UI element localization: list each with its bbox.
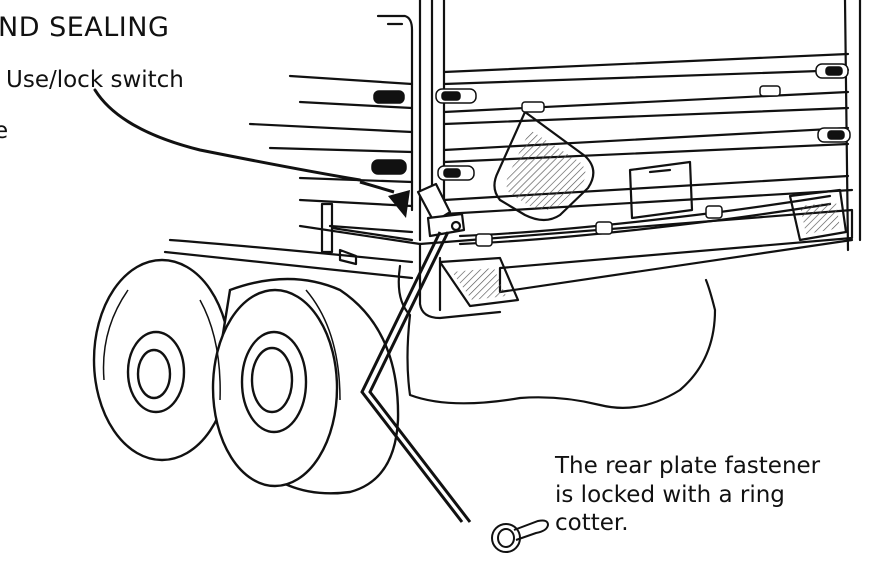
cropped-label-fragment: e: [0, 118, 9, 144]
fastener-note: The rear plate fastener is locked with a…: [555, 452, 820, 538]
section-heading: ND SEALING: [0, 12, 170, 43]
callout-curve: [93, 88, 362, 182]
fastener-callout-line-inner: [360, 231, 464, 523]
callout-arrow-stem: [359, 180, 395, 194]
tire-tread: [102, 289, 341, 401]
lamp-hatch-right: [800, 202, 840, 234]
pointer-arrow-icon: [388, 190, 410, 218]
ring-cotter-icon: [491, 519, 550, 553]
use-lock-switch: [416, 182, 466, 238]
switch-callout-label: Use/lock switch: [6, 67, 184, 93]
fastener-callout-line: [368, 231, 472, 523]
fastener-note-line: cotter.: [555, 510, 629, 536]
lamp-hatch: [452, 268, 506, 300]
reflector-hatch: [506, 130, 586, 210]
wall-latches: [371, 63, 851, 247]
wheel-rear: [92, 258, 232, 462]
wheel-front: [211, 277, 400, 495]
fastener-note-line: The rear plate fastener: [555, 453, 821, 479]
trailer-body: [163, 0, 862, 409]
fastener-note-line: is locked with a ring: [555, 481, 785, 508]
